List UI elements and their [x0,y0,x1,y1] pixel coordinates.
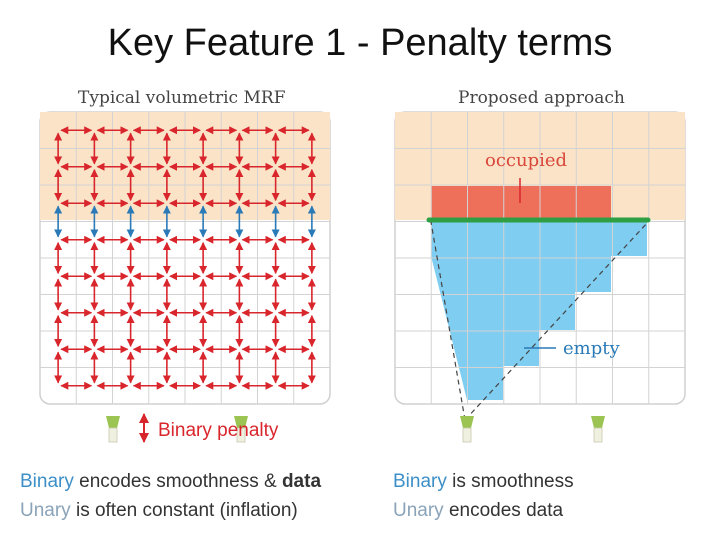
occupied-label: occupied [485,150,568,171]
camera-icon [460,416,474,443]
term-unary: Unary [393,500,444,521]
empty-label: empty [563,338,620,359]
proposed-grid-panel [394,111,686,421]
note-text: encodes data [443,500,564,521]
right-note-line-2: Unary encodes data [393,496,574,525]
left-panel-caption: Typical volumetric MRF [78,88,286,108]
term-unary: Unary [20,500,71,521]
binary-penalty-arrows [54,126,316,390]
right-panel-caption: Proposed approach [458,88,625,108]
note-text: is often constant (inflation) [70,500,298,521]
note-text: is smoothness [446,471,574,492]
ray-left [430,221,466,421]
term-binary: Binary [393,471,447,492]
term-binary: Binary [20,471,74,492]
occupied-cells [431,186,611,220]
camera-icon [106,416,120,443]
binary-penalty-label: Binary penalty [158,420,279,441]
left-note-line-1: Binary encodes smoothness & data [20,467,321,496]
slide-title: Key Feature 1 - Penalty terms [107,22,613,64]
right-notes: Binary is smoothness Unary encodes data [393,467,574,525]
note-text: encodes smoothness & [73,471,282,492]
left-note-line-2: Unary is often constant (inflation) [20,496,321,525]
note-bold-text: data [281,471,322,492]
camera-icon [234,416,248,443]
right-note-line-1: Binary is smoothness [393,467,574,496]
left-notes: Binary encodes smoothness & data Unary i… [20,467,321,525]
mrf-grid-lines [40,112,330,404]
camera-icon [591,416,605,443]
empty-cells [431,220,647,400]
mrf-grid-panel [39,111,331,405]
